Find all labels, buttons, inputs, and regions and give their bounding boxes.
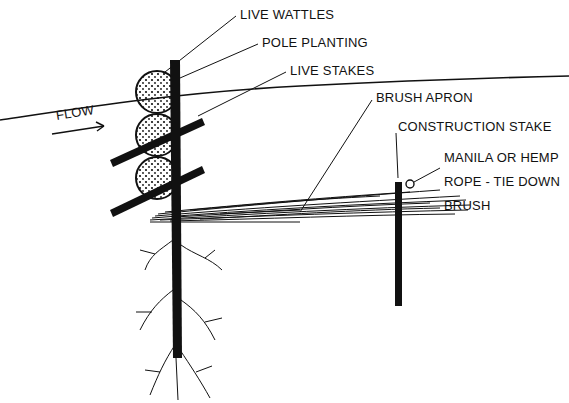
part-label: MANILA OR HEMP ROPE - TIE DOWN BRUSH — [444, 146, 564, 218]
live-stakes — [110, 118, 205, 217]
part-label: POLE PLANTING — [262, 31, 368, 55]
part-label: FLOW — [54, 98, 96, 128]
leader-lines — [165, 16, 440, 212]
part-label: LIVE STAKES — [290, 59, 374, 83]
roots — [136, 240, 222, 400]
pole-planting — [170, 60, 182, 358]
brush-apron — [150, 190, 470, 222]
part-label: CONSTRUCTION STAKE — [398, 115, 552, 139]
part-label: LIVE WATTLES — [240, 3, 334, 27]
flow-arrowhead — [96, 122, 104, 131]
flow-arrow — [52, 126, 104, 134]
part-label: BRUSH APRON — [376, 86, 473, 110]
construction-stake — [395, 182, 402, 306]
rope-tie — [406, 180, 414, 188]
